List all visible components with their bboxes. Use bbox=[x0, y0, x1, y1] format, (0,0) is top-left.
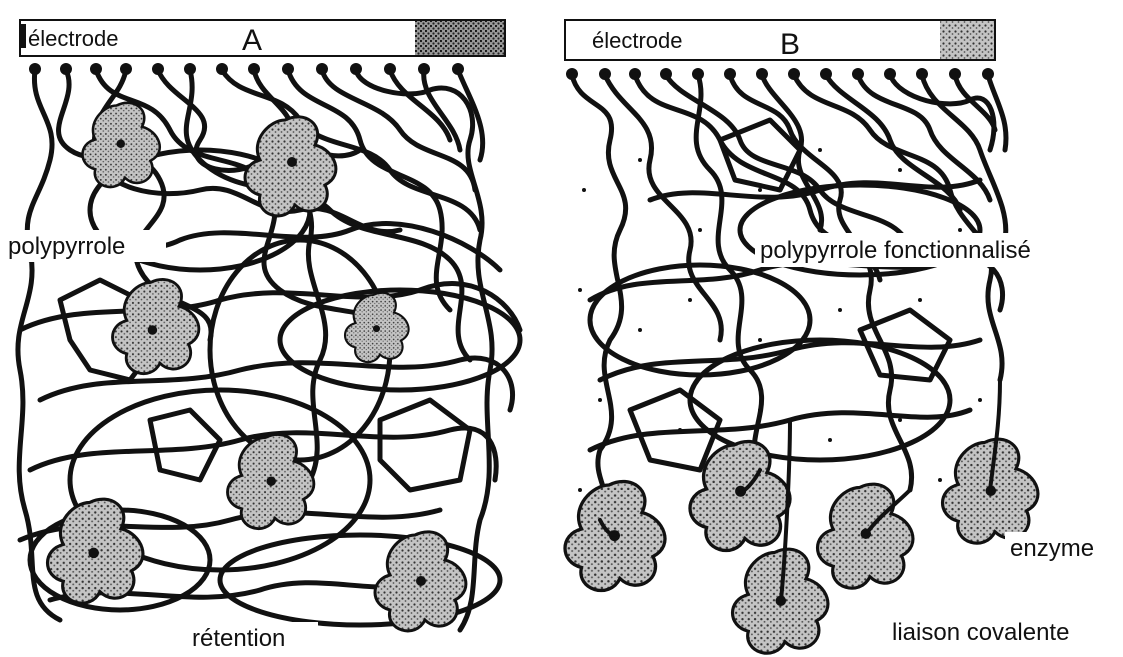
enzyme-a-1 bbox=[81, 101, 162, 189]
polymer-label-b: polypyrrole fonctionnalisé bbox=[760, 237, 1031, 264]
electrode-label-a: électrode bbox=[28, 26, 119, 51]
panel-letter-b: B bbox=[780, 28, 800, 61]
enzyme-a-6 bbox=[46, 497, 145, 605]
enzyme-a-4 bbox=[343, 291, 410, 364]
electrode-bar-b bbox=[564, 19, 996, 61]
enzyme-a-3 bbox=[111, 278, 201, 375]
panel-letter-a: A bbox=[242, 24, 262, 57]
polymer-chains-b bbox=[569, 72, 1009, 523]
electrode-bar-a bbox=[19, 19, 506, 57]
mechanism-label-a: rétention bbox=[192, 625, 285, 652]
panel-b: électrode B bbox=[563, 19, 1113, 655]
electrode-label-b: électrode bbox=[592, 28, 683, 53]
mechanism-label-b: liaison covalente bbox=[892, 619, 1069, 646]
enzyme-a-2 bbox=[243, 115, 338, 218]
enzyme-a-5 bbox=[226, 433, 316, 530]
covalent-links-b bbox=[598, 378, 1002, 602]
anchor-points-b bbox=[566, 68, 994, 80]
enzyme-a-7 bbox=[373, 530, 468, 633]
panel-a: électrode A bbox=[6, 19, 523, 654]
polymer-label-a: polypyrrole bbox=[8, 233, 125, 260]
functional-group-dots-b bbox=[578, 148, 1012, 492]
enzyme-label-b: enzyme bbox=[1010, 535, 1094, 562]
